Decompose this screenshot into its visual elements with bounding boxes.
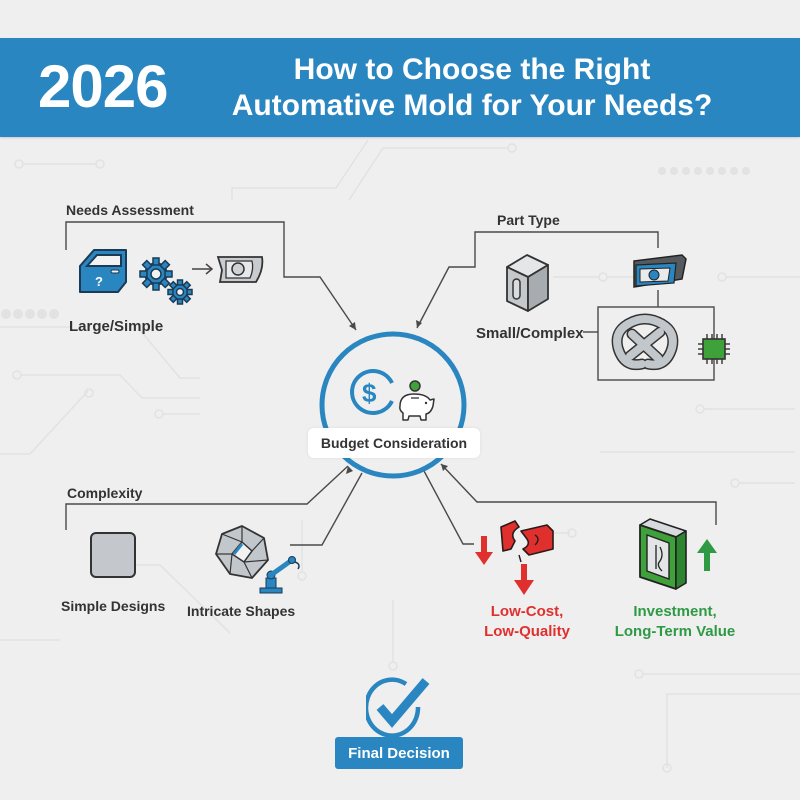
investment-line-1: Investment, xyxy=(633,603,717,620)
year-label: 2026 xyxy=(38,53,168,120)
dollar-coin-icon: $ xyxy=(350,369,394,415)
title-line-2: Automative Mold for Your Needs? xyxy=(231,89,713,122)
header-banner: 2026 How to Choose the Right Automative … xyxy=(0,38,800,137)
headlight-housing-icon xyxy=(216,256,264,283)
simple-designs-caption: Simple Designs xyxy=(61,598,166,614)
intricate-shapes-caption: Intricate Shapes xyxy=(187,603,296,619)
part-type-heading: Part Type xyxy=(497,212,560,228)
page-title: How to Choose the Right Automative Mold … xyxy=(212,52,732,124)
investment-caption: Investment, Long-Term Value xyxy=(600,602,750,642)
broken-mold-icon xyxy=(500,520,554,563)
budget-consideration-label: Budget Consideration xyxy=(308,428,480,458)
up-arrow-icon xyxy=(697,539,717,571)
budget-ring xyxy=(319,331,467,479)
simple-square-icon xyxy=(90,532,136,578)
down-arrow-icon xyxy=(475,536,493,565)
investment-line-2: Long-Term Value xyxy=(614,623,736,640)
checkmark-circle-icon xyxy=(366,677,430,738)
svg-text:?: ? xyxy=(95,274,103,289)
needs-assessment-heading: Needs Assessment xyxy=(66,202,194,218)
green-mold-icon xyxy=(639,518,687,590)
title-line-1: How to Choose the Right xyxy=(293,53,651,86)
large-simple-caption: Large/Simple xyxy=(69,318,164,335)
piggy-bank-icon xyxy=(399,380,435,421)
svg-text:$: $ xyxy=(362,378,377,408)
low-cost-line-2: Low-Quality xyxy=(484,623,570,640)
car-door-icon: ? xyxy=(79,249,127,293)
robot-arm-icon xyxy=(259,556,300,594)
complexity-heading: Complexity xyxy=(67,485,143,501)
interlocking-knot-icon xyxy=(611,313,679,371)
gears-icon xyxy=(139,257,193,305)
metal-block-icon xyxy=(506,254,549,312)
down-arrow-icon-2 xyxy=(514,564,534,595)
sensor-housing-icon xyxy=(633,254,687,288)
low-cost-caption: Low-Cost, Low-Quality xyxy=(462,602,592,642)
small-complex-caption: Small/Complex xyxy=(476,325,584,342)
gem-shape-icon xyxy=(215,525,269,579)
chip-icon xyxy=(698,334,730,364)
arrow-right-icon xyxy=(192,263,214,275)
final-decision-button[interactable]: Final Decision xyxy=(335,737,463,769)
low-cost-line-1: Low-Cost, xyxy=(490,603,564,620)
